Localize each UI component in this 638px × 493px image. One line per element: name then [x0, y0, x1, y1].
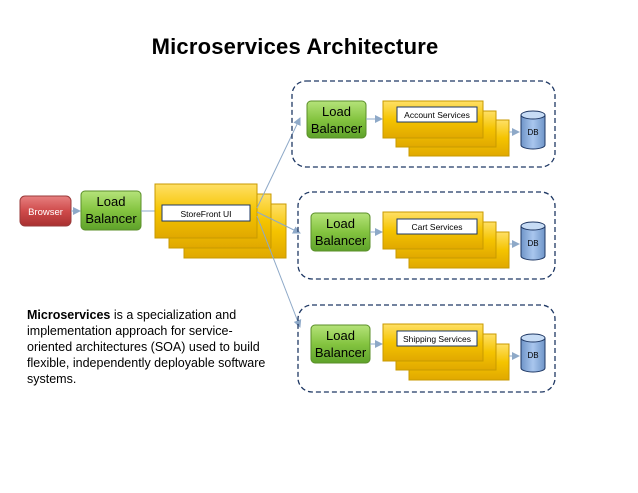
- service-lb-line1: Load: [326, 216, 355, 231]
- browser-node: Browser: [19, 195, 72, 227]
- connector-storefront-cart: [256, 211, 301, 234]
- storefront-stack: StoreFront UI: [154, 183, 287, 259]
- service-name-label: Cart Services: [411, 222, 462, 232]
- description-bold: Microservices: [27, 308, 111, 322]
- db-label: DB: [527, 128, 538, 137]
- service-group-cart: Load Balancer Cart Services DB: [297, 191, 556, 280]
- db-cylinder: DB: [520, 221, 546, 261]
- service-lb-line2: Balancer: [315, 345, 367, 360]
- service-group-account: Load Balancer Account Services DB: [291, 80, 556, 168]
- service-group-shipping: Load Balancer Shipping Services DB: [297, 304, 556, 393]
- service-name-label: Account Services: [404, 110, 470, 120]
- service-lb-line2: Balancer: [315, 233, 367, 248]
- front-lb-line1: Load: [97, 194, 126, 209]
- service-name-label: Shipping Services: [403, 334, 471, 344]
- front-load-balancer: Load Balancer: [80, 190, 142, 231]
- db-cylinder: DB: [520, 110, 546, 150]
- db-label: DB: [527, 239, 538, 248]
- service-lb-line1: Load: [326, 328, 355, 343]
- browser-label: Browser: [28, 207, 63, 218]
- description-body: is a specialization and implementation a…: [27, 308, 266, 386]
- description-text: Microservices is a specialization and im…: [27, 307, 272, 387]
- diagram-title: Microservices Architecture: [151, 34, 439, 59]
- front-lb-line2: Balancer: [85, 211, 137, 226]
- db-cylinder: DB: [520, 333, 546, 373]
- storefront-label: StoreFront UI: [180, 209, 231, 219]
- connector-storefront-account: [256, 117, 301, 209]
- db-label: DB: [527, 351, 538, 360]
- connector-storefront-shipping: [256, 215, 302, 328]
- service-lb-line2: Balancer: [311, 121, 363, 136]
- service-lb-line1: Load: [322, 104, 351, 119]
